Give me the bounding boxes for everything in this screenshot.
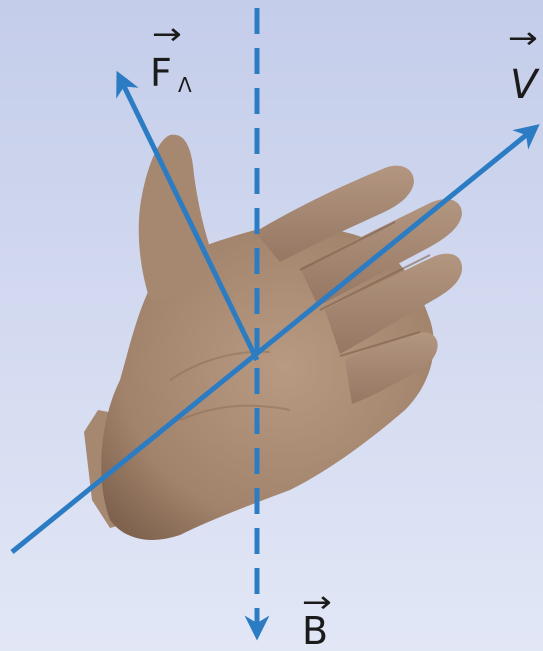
label-f-symbol: F [150,51,172,95]
label-b-symbol: B [302,609,328,651]
vector-f-arrow [116,70,260,362]
vector-v-arrow [10,124,540,554]
finger-gap-shadow [299,221,431,357]
vector-arrow-symbol-f: → [152,17,182,52]
label-f: → F Λ [150,17,192,97]
vector-arrows [10,8,540,641]
index-finger [255,165,414,262]
little-finger [345,332,438,404]
label-b: → B [302,585,332,651]
vector-labels: → F Λ → V → B [150,17,540,651]
thumb [138,134,215,300]
ring-finger [325,253,463,354]
label-v-symbol: V [510,62,540,108]
vector-arrow-symbol-b: → [302,585,332,620]
vector-arrow-symbol-v: → [508,21,538,56]
label-v: → V [508,21,540,108]
label-f-subscript: Λ [178,73,192,97]
